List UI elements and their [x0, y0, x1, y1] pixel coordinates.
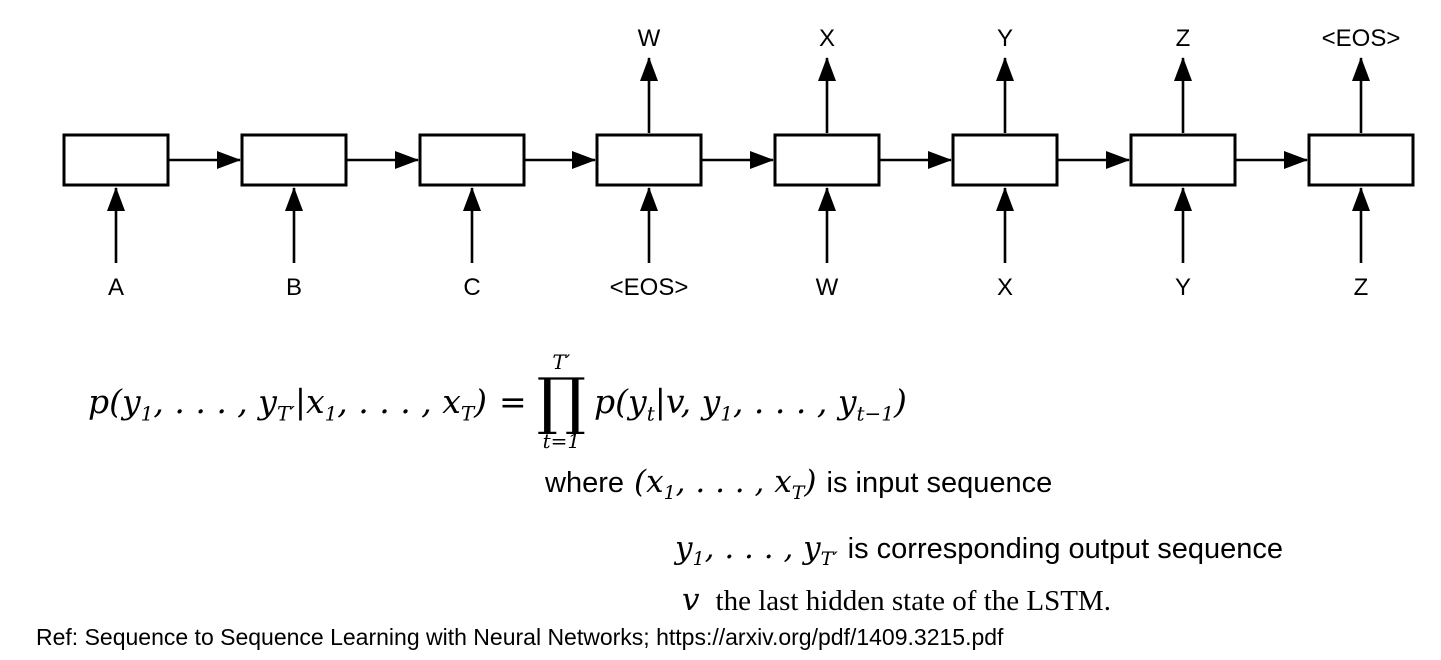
math-subscript: 1: [324, 401, 338, 426]
input-label: W: [816, 274, 839, 301]
math-run: , . . . , y: [732, 381, 857, 421]
math-run: p(y: [88, 381, 141, 421]
math-subscript: T′: [276, 401, 295, 426]
lstm-cell-box: [951, 133, 1059, 187]
math-run: ): [894, 381, 907, 421]
output-label: <EOS>: [1322, 25, 1401, 52]
lstm-cell-box: [1307, 133, 1415, 187]
output-label: W: [638, 25, 661, 52]
input-label: B: [286, 274, 302, 301]
output-sequence-math: y1, . . . , yT′: [675, 530, 838, 569]
lstm-cell-box: [595, 133, 703, 187]
math-run: , . . . , x: [675, 464, 792, 500]
lstm-cell-5: W X: [773, 25, 881, 301]
input-label: C: [463, 274, 480, 301]
lstm-cell-4: <EOS> W: [595, 25, 703, 301]
math-subscript: t: [646, 401, 655, 426]
math-subscript: T: [460, 401, 475, 426]
math-run: , . . . , y: [704, 530, 821, 566]
probability-formula: p(y1, . . . , yT′|x1, . . . , xT)= T′ ∏ …: [88, 352, 907, 451]
math-subscript: 1: [140, 401, 154, 426]
lstm-cell-8: Z <EOS>: [1307, 25, 1415, 301]
equals-sign: =: [499, 381, 527, 421]
input-label: Y: [1175, 274, 1191, 301]
product-lower-limit: t=1: [542, 428, 581, 453]
output-label: X: [819, 25, 835, 52]
where-input-sequence-line: where (x1, . . . , xT) is input sequence: [545, 464, 1053, 503]
lstm-cell-6: X Y: [951, 25, 1059, 301]
math-run: , . . . , x: [337, 381, 461, 421]
reference-text: Ref: Sequence to Sequence Learning with …: [36, 624, 1004, 650]
math-subscript: 1: [720, 401, 733, 426]
math-subscript: 1: [692, 548, 705, 571]
math-run: p(y: [594, 381, 647, 421]
lstm-cell-box: [1129, 133, 1237, 187]
input-sequence-text: is input sequence: [826, 467, 1053, 499]
hidden-state-text: the last hidden state of the LSTM.: [715, 585, 1111, 617]
output-label: Y: [997, 25, 1013, 52]
lstm-cell-box: [240, 133, 348, 187]
math-subscript: 1: [663, 482, 676, 505]
product-symbol: ∏: [536, 364, 587, 437]
product-upper-limit: T′: [552, 350, 571, 374]
math-run: ): [804, 464, 817, 500]
math-run: (x: [634, 464, 664, 500]
output-sequence-text: is corresponding output sequence: [847, 533, 1283, 565]
math-subscript: t−1: [856, 401, 895, 426]
input-sequence-math: (x1, . . . , xT): [634, 464, 817, 503]
hidden-state-line: v the last hidden state of the LSTM.: [682, 582, 1111, 618]
output-label: Z: [1176, 25, 1191, 52]
product-operator: T′ ∏ t=1: [537, 352, 586, 451]
lstm-cell-box: [773, 133, 881, 187]
lstm-cell-box: [418, 133, 526, 187]
formula-lhs: p(y1, . . . , yT′|x1, . . . , xT)=: [88, 381, 533, 424]
math-run: , . . . , y: [153, 381, 277, 421]
math-run: y: [675, 530, 693, 566]
math-subscript: T: [791, 482, 805, 505]
lstm-cell-2: B: [240, 133, 348, 301]
math-run: ): [474, 381, 488, 421]
lstm-cell-7: Y Z: [1129, 25, 1237, 301]
math-subscript: T′: [820, 548, 838, 571]
input-label: Z: [1354, 274, 1369, 301]
math-run: |v, y: [654, 381, 721, 421]
math-run: |x: [294, 381, 325, 421]
lstm-cell-1: A: [62, 133, 170, 301]
formula-rhs: p(yt|v, y1, . . . , yt−1): [594, 381, 907, 424]
input-label: A: [108, 274, 124, 301]
where-label: where: [545, 467, 624, 499]
input-label: X: [997, 274, 1013, 301]
seq2seq-diagram: A B C <EOS> W W X X Y: [62, 25, 1415, 301]
output-sequence-line: y1, . . . , yT′ is corresponding output …: [675, 530, 1283, 569]
lstm-cell-3: C: [418, 133, 526, 301]
hidden-state-symbol: v: [682, 582, 700, 618]
input-label: <EOS>: [610, 274, 689, 301]
lstm-cell-box: [62, 133, 170, 187]
